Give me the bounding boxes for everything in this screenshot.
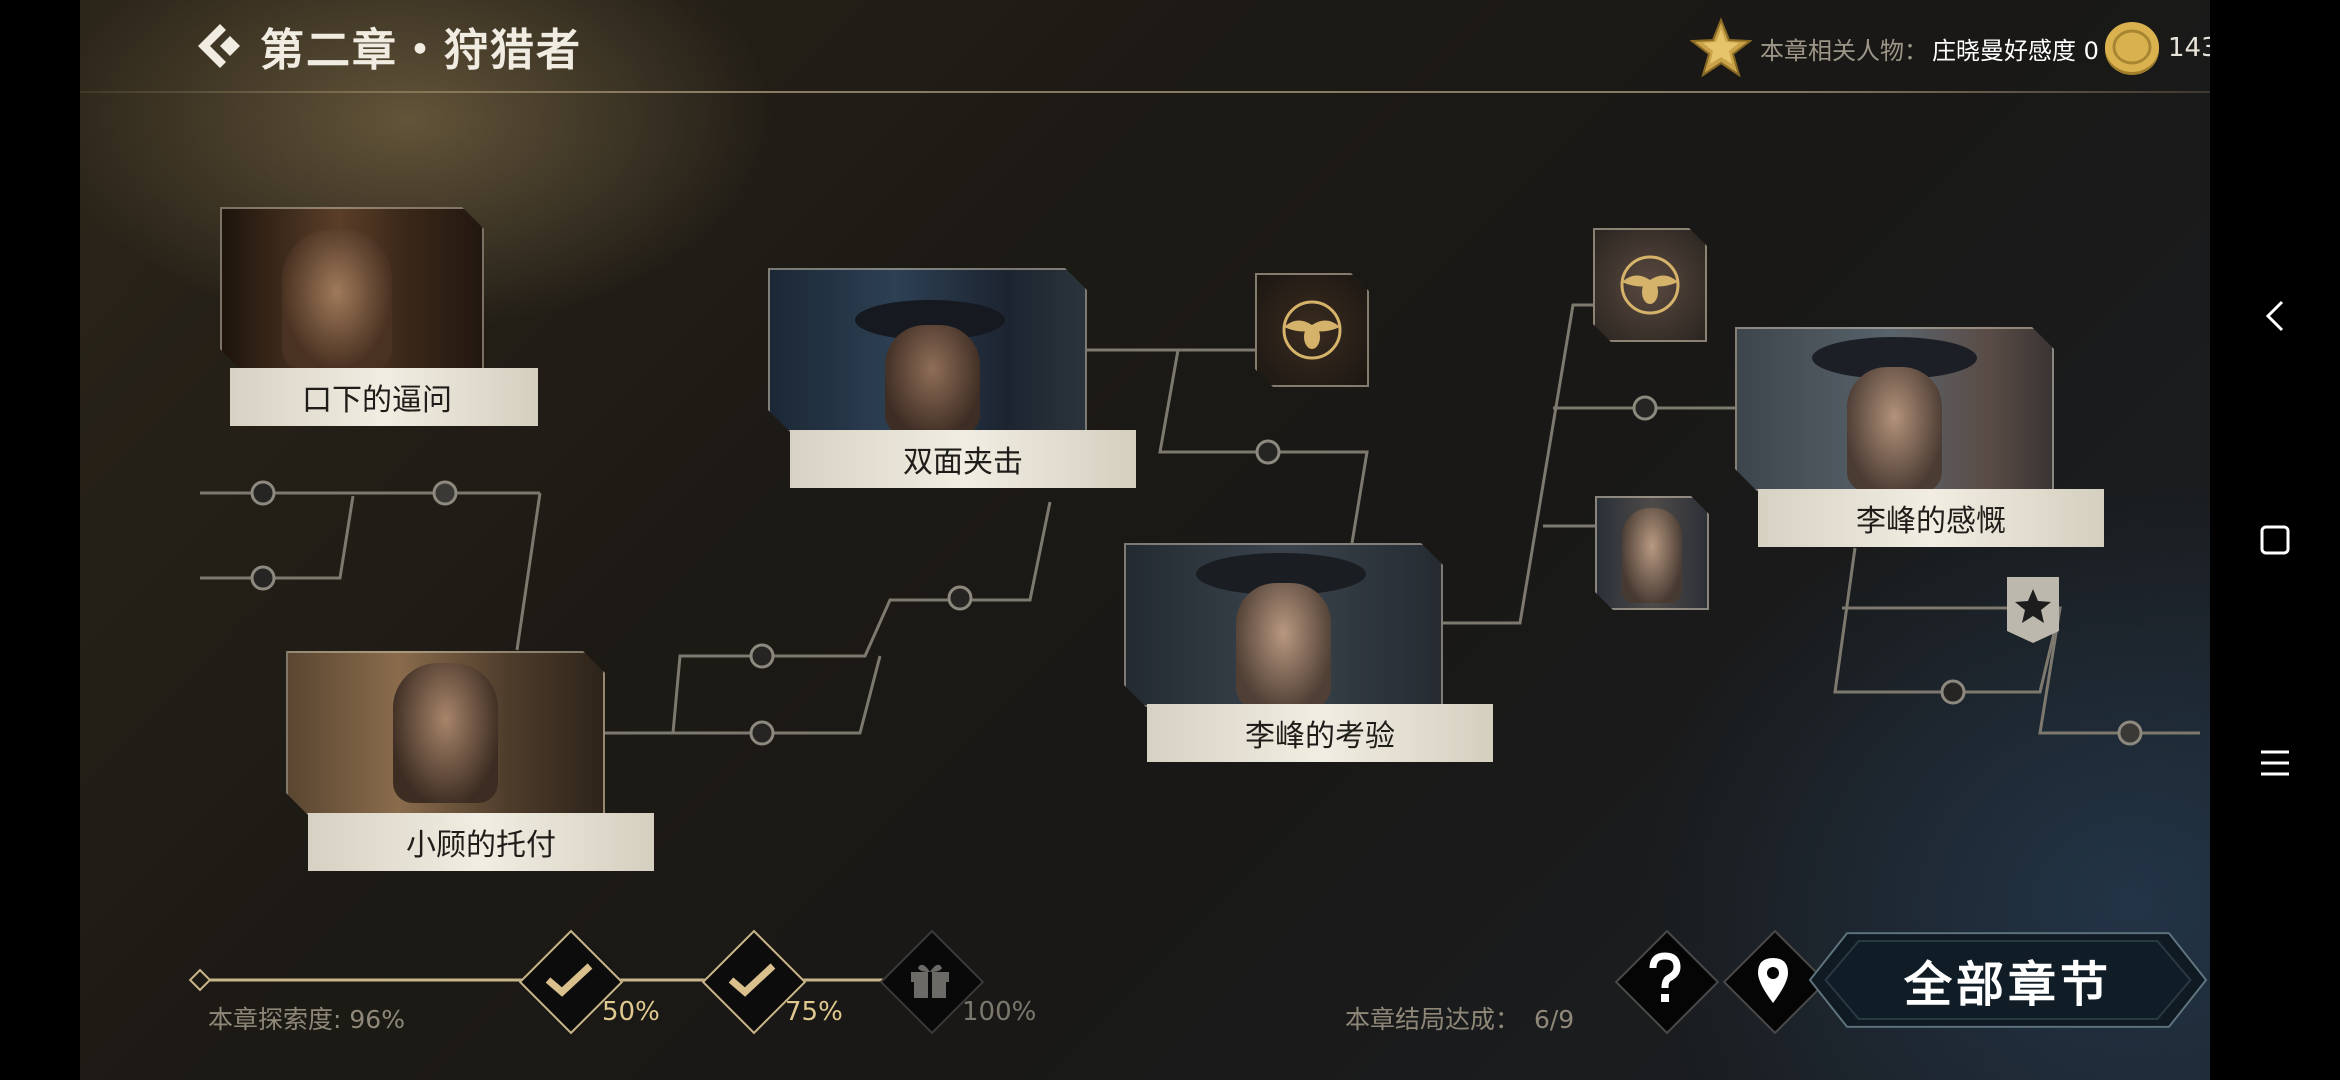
coin-count: 1430 [2168,33,2210,63]
branch-dot [1255,439,1281,465]
branch-dot [432,480,458,506]
character-portrait [885,325,980,432]
menu-icon [2261,750,2289,776]
tree-line [673,655,882,735]
location-pin-icon [1738,945,1808,1015]
related-character-info[interactable]: 本章相关人物： 庄晓曼好感度 0 [1690,17,2099,78]
star-icon [1690,17,1752,78]
affection-value: 庄晓曼好感度 0 [1932,36,2099,65]
game-view: 第二章・狩猎者 本章相关人物： 庄晓曼好感度 0 1430 口下的逼问 [80,0,2210,1080]
branch-dot [947,585,973,611]
endings-label: 本章结局达成： [1345,1005,1521,1034]
related-label: 本章相关人物： [1760,36,1928,65]
coin-icon [2105,22,2159,75]
exploration-value: 96% [349,1005,405,1034]
character-portrait [282,229,392,369]
milestone-percent: 75% [785,997,843,1027]
tree-line [515,492,542,651]
emblem-icon [1257,275,1367,385]
scene-label: 双面夹击 [790,430,1136,488]
nav-recents-button[interactable] [2245,733,2305,793]
branch-dot [250,480,276,506]
scene-thumbnail [1124,543,1443,707]
story-tree-lines [200,303,2200,746]
scene-label: 小顾的托付 [308,813,654,871]
branch-dot [1632,395,1658,421]
branch-dot [749,643,775,669]
branch-dot [1940,679,1966,705]
tree-line [600,501,1052,735]
system-nav-bar [2210,0,2340,1080]
tree-line [1833,547,2062,694]
scene-thumbnail [768,268,1087,432]
endings-value: 6/9 [1533,1005,1575,1034]
scene-thumbnail [1735,327,2054,491]
help-icon [1630,945,1700,1015]
scene-label: 口下的逼问 [230,368,538,426]
check-icon [717,945,787,1015]
all-chapters-label: 全部章节 [1903,957,2112,1013]
nav-home-button[interactable] [2245,510,2305,570]
scene-thumbnail [286,651,605,815]
scene-thumbnail [220,207,484,371]
coin-balance[interactable]: 1430 [2102,18,2210,78]
character-portrait [1847,367,1942,491]
scene-label: 李峰的考验 [1147,704,1493,762]
back-button[interactable] [190,18,246,74]
medal-star-icon[interactable] [2007,577,2059,643]
nav-back-button[interactable] [2245,286,2305,346]
ending-badge[interactable] [1255,273,1369,387]
branch-dot [2117,720,2143,746]
ending-badge[interactable] [1593,228,1707,342]
milestone-percent: 100% [962,997,1037,1027]
progress-start-marker [188,968,212,992]
character-portrait [1622,508,1682,603]
scene-label: 李峰的感慨 [1758,489,2104,547]
branch-dot [250,565,276,591]
back-icon [198,24,240,68]
endings-progress: 本章结局达成： 6/9 [1345,1000,1574,1036]
exploration-progress: 本章探索度: 96% [208,1000,405,1036]
tree-line [200,495,355,580]
character-portrait [1236,583,1331,707]
branch-dot [749,720,775,746]
chevron-left-icon [2265,300,2284,332]
character-badge[interactable] [1595,496,1709,610]
check-icon [534,945,604,1015]
exploration-label: 本章探索度: [208,1005,342,1034]
character-portrait [393,663,498,803]
square-icon [2260,525,2290,555]
gift-icon [895,945,965,1015]
emblem-icon [1595,230,1705,340]
chapter-title: 第二章・狩猎者 [260,25,582,76]
all-chapters-button[interactable] [1808,930,2208,1030]
header-divider [80,91,2210,93]
tree-line [1440,303,1593,625]
milestone-percent: 50% [602,997,660,1027]
tree-line [2038,607,2200,735]
